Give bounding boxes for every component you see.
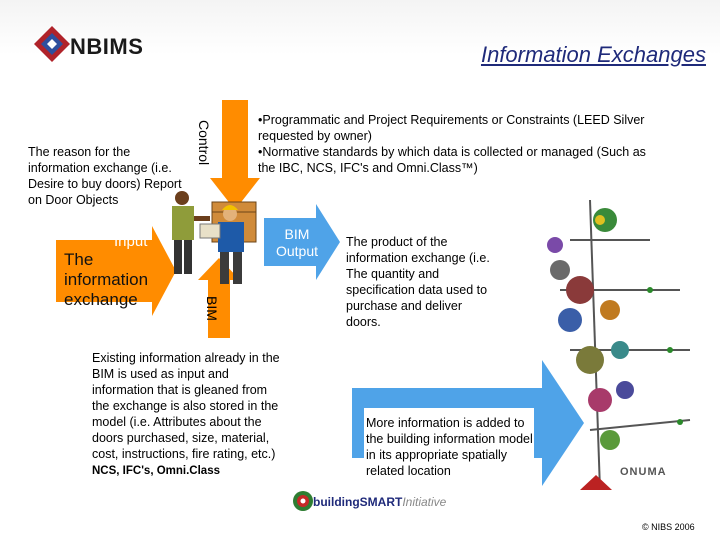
- input-label: Input: [114, 233, 148, 250]
- building-smart-logo-icon: [293, 491, 313, 511]
- existing-info-body: Existing information already in the BIM …: [92, 351, 280, 461]
- model-update-arrow: [352, 360, 584, 486]
- bim-model-graphic-icon: [547, 200, 691, 491]
- page-title: Information Exchanges: [480, 42, 706, 67]
- reason-text: The reason for the information exchange …: [28, 145, 182, 207]
- requirement-item: •Normative standards by which data is co…: [258, 145, 646, 175]
- model-update-text: More information is added to the buildin…: [366, 416, 533, 478]
- product-text: The product of the information exchange …: [346, 235, 490, 329]
- copyright: © NIBS 2006: [642, 522, 695, 532]
- building-smart-word-a: building: [313, 495, 360, 509]
- nbims-logo-icon: [34, 26, 70, 62]
- bim-label: BIM: [204, 296, 220, 321]
- workers-illustration-icon: [172, 191, 257, 284]
- requirement-item: •Programmatic and Project Requirements o…: [258, 113, 645, 143]
- requirements-list: •Programmatic and Project Requirements o…: [258, 112, 658, 176]
- existing-info-text: Existing information already in the BIM …: [92, 350, 280, 479]
- bim-output-arrow: [264, 204, 340, 280]
- header-band: [0, 0, 720, 92]
- building-smart-word-c: Initiative: [402, 495, 447, 509]
- bim-output-label: BIM Output: [275, 226, 319, 259]
- input-arrow: [56, 226, 176, 316]
- building-smart-logo-text: buildingSMARTInitiative: [313, 495, 446, 509]
- onuma-logo-text: ONUMA: [620, 466, 667, 478]
- bim-arrow: [198, 258, 240, 338]
- nbims-logo-text: NBIMS: [70, 34, 144, 59]
- building-smart-word-b: SMART: [359, 495, 403, 509]
- existing-info-standards: NCS, IFC's, Omni.Class: [92, 465, 220, 477]
- exchange-text: The information exchange: [64, 250, 149, 309]
- control-arrow: [210, 100, 260, 210]
- control-label: Control: [196, 120, 212, 166]
